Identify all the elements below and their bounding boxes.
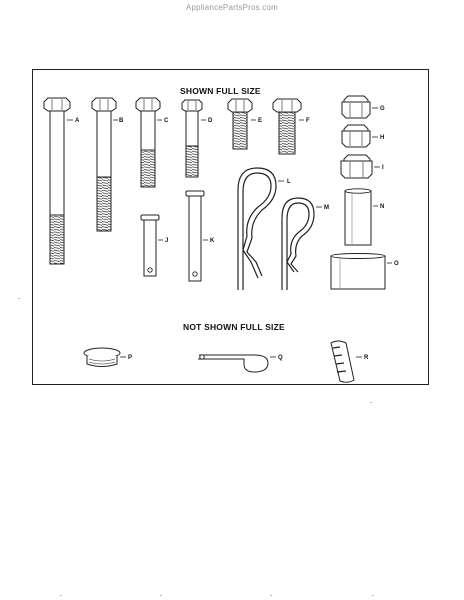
part-label-i: I <box>382 165 384 171</box>
part-label-c: C <box>164 118 169 124</box>
part-label-a: A <box>75 118 80 124</box>
part-i-lock-nut: I <box>340 154 384 179</box>
part-label-g: G <box>380 106 385 112</box>
part-e-hex-bolt: E <box>227 98 262 150</box>
scan-speck <box>18 298 20 299</box>
scan-speck <box>60 595 62 596</box>
part-label-h: H <box>380 135 384 141</box>
parts-diagram-frame <box>32 69 429 385</box>
part-k-clevis-pin: K <box>185 190 215 282</box>
part-o-sleeve: O <box>330 253 399 290</box>
scan-speck <box>372 595 374 596</box>
heading-shown-full-size: SHOWN FULL SIZE <box>180 86 261 96</box>
part-j-clevis-pin: J <box>140 214 168 277</box>
part-n-spacer-tube: N <box>344 188 384 246</box>
part-h-lock-nut: H <box>341 124 384 148</box>
part-b-hex-bolt: B <box>91 97 124 232</box>
part-label-j: J <box>165 238 168 244</box>
scan-speck <box>160 595 162 596</box>
part-label-n: N <box>380 204 384 210</box>
part-label-p: P <box>128 355 132 361</box>
part-label-m: M <box>324 205 329 211</box>
part-a-hex-bolt: A <box>43 97 80 265</box>
part-d-hex-bolt: D <box>181 99 213 178</box>
part-g-lock-nut: G <box>341 95 385 119</box>
heading-not-shown-full-size: NOT SHOWN FULL SIZE <box>183 322 285 332</box>
site-watermark: AppliancePartsPros.com <box>186 3 278 12</box>
part-m-hair-pin-clip: M <box>281 197 329 290</box>
part-r-comb-clip: R <box>330 340 369 383</box>
part-f-hex-bolt: F <box>272 98 310 155</box>
part-p-plug: P <box>83 347 132 367</box>
part-q-cotter-pin: Q <box>198 354 283 373</box>
part-label-o: O <box>394 261 399 267</box>
part-c-hex-bolt: C <box>135 97 169 188</box>
part-label-e: E <box>258 118 262 124</box>
part-l-hair-pin-clip: L <box>237 167 291 290</box>
part-label-k: K <box>210 238 215 244</box>
part-label-d: D <box>208 118 213 124</box>
scan-speck <box>270 595 272 596</box>
part-label-b: B <box>119 118 124 124</box>
part-label-q: Q <box>278 355 283 361</box>
scan-speck <box>370 402 372 403</box>
part-label-r: R <box>364 355 369 361</box>
part-label-f: F <box>306 118 310 124</box>
part-label-l: L <box>287 179 291 185</box>
